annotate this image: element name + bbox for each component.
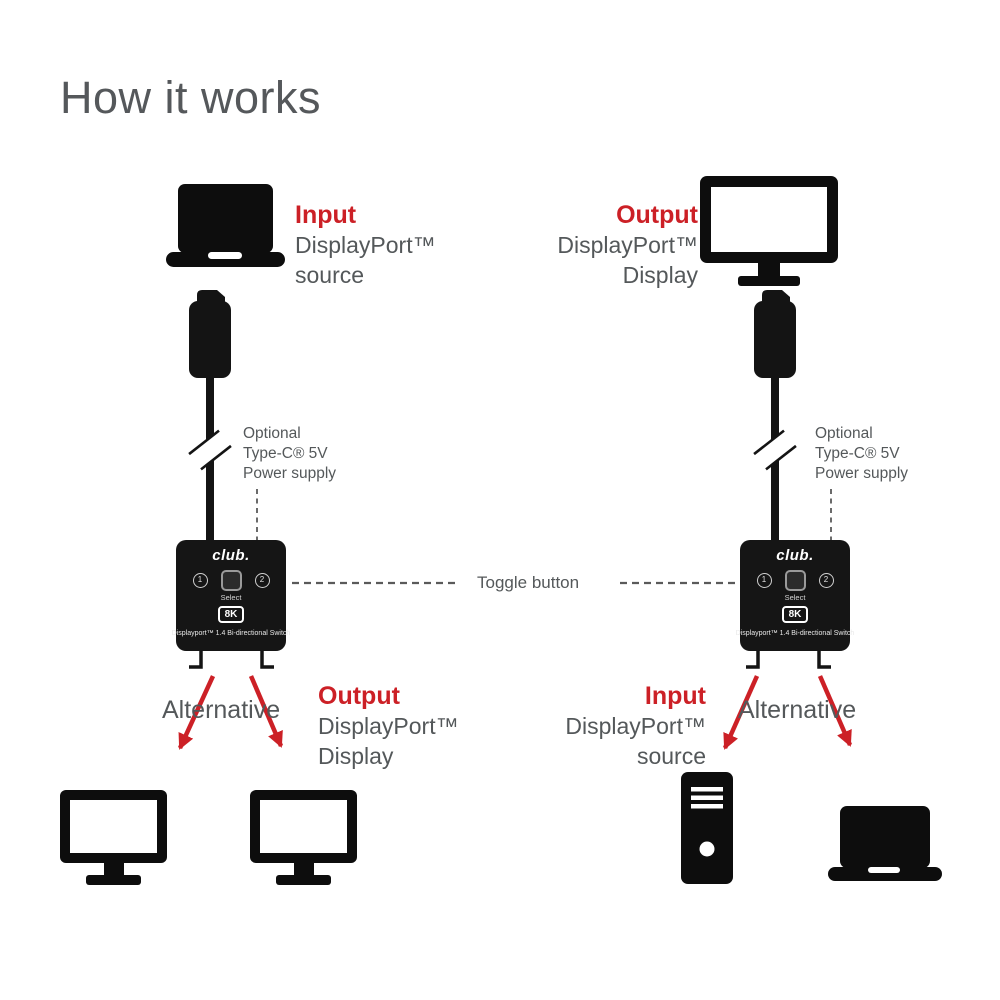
ports-row: 1 2	[756, 569, 834, 591]
displayport-label: DisplayPort™	[565, 713, 706, 739]
cable-break-right-icon	[753, 429, 797, 471]
8k-badge: 8K	[781, 606, 809, 623]
source-label: source	[295, 262, 365, 288]
dp-switch-device-right: club. 1 2 Select 8K Displayport™ 1.4 Bi-…	[736, 540, 854, 651]
cable-break-left-icon	[188, 429, 232, 471]
select-label: Select	[784, 593, 806, 602]
left-top-label: Input DisplayPort™ source	[295, 200, 436, 290]
dp-plug-right-icon	[754, 290, 796, 378]
output-arrow-left-1	[177, 675, 216, 750]
right-top-label: Output DisplayPort™ Display	[557, 200, 698, 290]
dp-switch-device-left: club. 1 2 Select 8K Displayport™ 1.4 Bi-…	[172, 540, 290, 651]
output-label: Output	[616, 201, 698, 229]
port-1-indicator: 1	[756, 572, 772, 588]
left-bottom-label: Output DisplayPort™ Display	[318, 681, 459, 771]
toggle-button-left	[220, 569, 242, 591]
displayport-label: DisplayPort™	[318, 713, 459, 739]
club3d-logo: club.	[776, 547, 814, 564]
monitor-output-icon-1	[60, 790, 167, 885]
device-model-label: Displayport™ 1.4 Bi-directional Switch	[171, 630, 291, 637]
input-arrow-right-2	[817, 675, 853, 747]
output-arrow-left-2	[248, 675, 284, 748]
port-2-indicator: 2	[254, 572, 270, 588]
device-model-label: Displayport™ 1.4 Bi-directional Switch	[735, 630, 855, 637]
club3d-logo: club.	[212, 547, 250, 564]
select-label: Select	[220, 593, 242, 602]
input-label: Input	[644, 682, 706, 710]
input-arrow-right-1	[722, 675, 760, 750]
display-label: Display	[622, 262, 698, 288]
laptop-source-icon-bottom	[828, 806, 942, 881]
toggle-button-label: Toggle button	[477, 573, 580, 592]
laptop-source-icon	[166, 184, 285, 267]
input-label: Input	[295, 201, 357, 229]
monitor-output-icon-2	[250, 790, 357, 885]
displayport-label: DisplayPort™	[295, 232, 436, 258]
ports-row: 1 2	[192, 569, 270, 591]
port-1-indicator: 1	[192, 572, 208, 588]
alternative-label-right: Alternative	[738, 696, 857, 724]
power-note-right: Optional Type-C® 5V Power supply	[815, 425, 909, 482]
displayport-label: DisplayPort™	[557, 232, 698, 258]
page-title: How it works	[60, 72, 322, 123]
output-stubs-left	[189, 651, 274, 669]
right-bottom-label: Input DisplayPort™ source	[565, 681, 706, 771]
toggle-button-right	[784, 569, 806, 591]
power-note-left: Optional Type-C® 5V Power supply	[243, 425, 337, 482]
display-label: Display	[318, 743, 394, 769]
output-label: Output	[318, 682, 400, 710]
dp-plug-left-icon	[189, 290, 231, 378]
pc-tower-icon	[681, 772, 733, 884]
source-label: source	[636, 743, 706, 769]
monitor-display-icon-top	[700, 176, 838, 286]
output-stubs-right	[746, 651, 831, 669]
8k-badge: 8K	[217, 606, 245, 623]
alternative-label-left: Alternative	[162, 696, 281, 724]
port-2-indicator: 2	[818, 572, 834, 588]
